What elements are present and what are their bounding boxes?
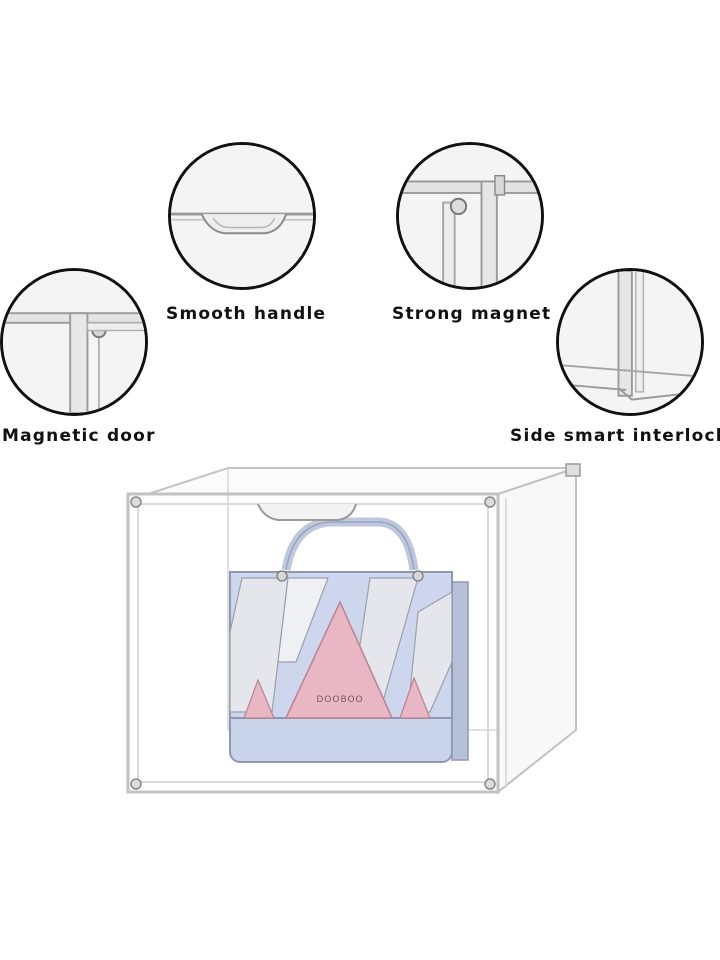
interlock-closeup-icon (559, 271, 701, 413)
handle-closeup-icon (171, 145, 313, 287)
smooth-handle-closeup (168, 142, 316, 290)
door-closeup-icon (3, 271, 145, 413)
clear-box-with-handbag: DOOBOO (126, 463, 581, 795)
magnet-closeup-icon (399, 145, 541, 287)
side-interlock-closeup (556, 268, 704, 416)
bag-brand-text: DOOBOO (316, 695, 363, 705)
side-interlock-label: Side smart interlock (510, 426, 720, 446)
magnetic-door-closeup (0, 268, 148, 416)
magnetic-door-label: Magnetic door (2, 426, 156, 446)
smooth-handle-label: Smooth handle (166, 304, 327, 324)
strong-magnet-closeup (396, 142, 544, 290)
product-image: DOOBOO (118, 462, 588, 812)
strong-magnet-label: Strong magnet (392, 304, 552, 324)
